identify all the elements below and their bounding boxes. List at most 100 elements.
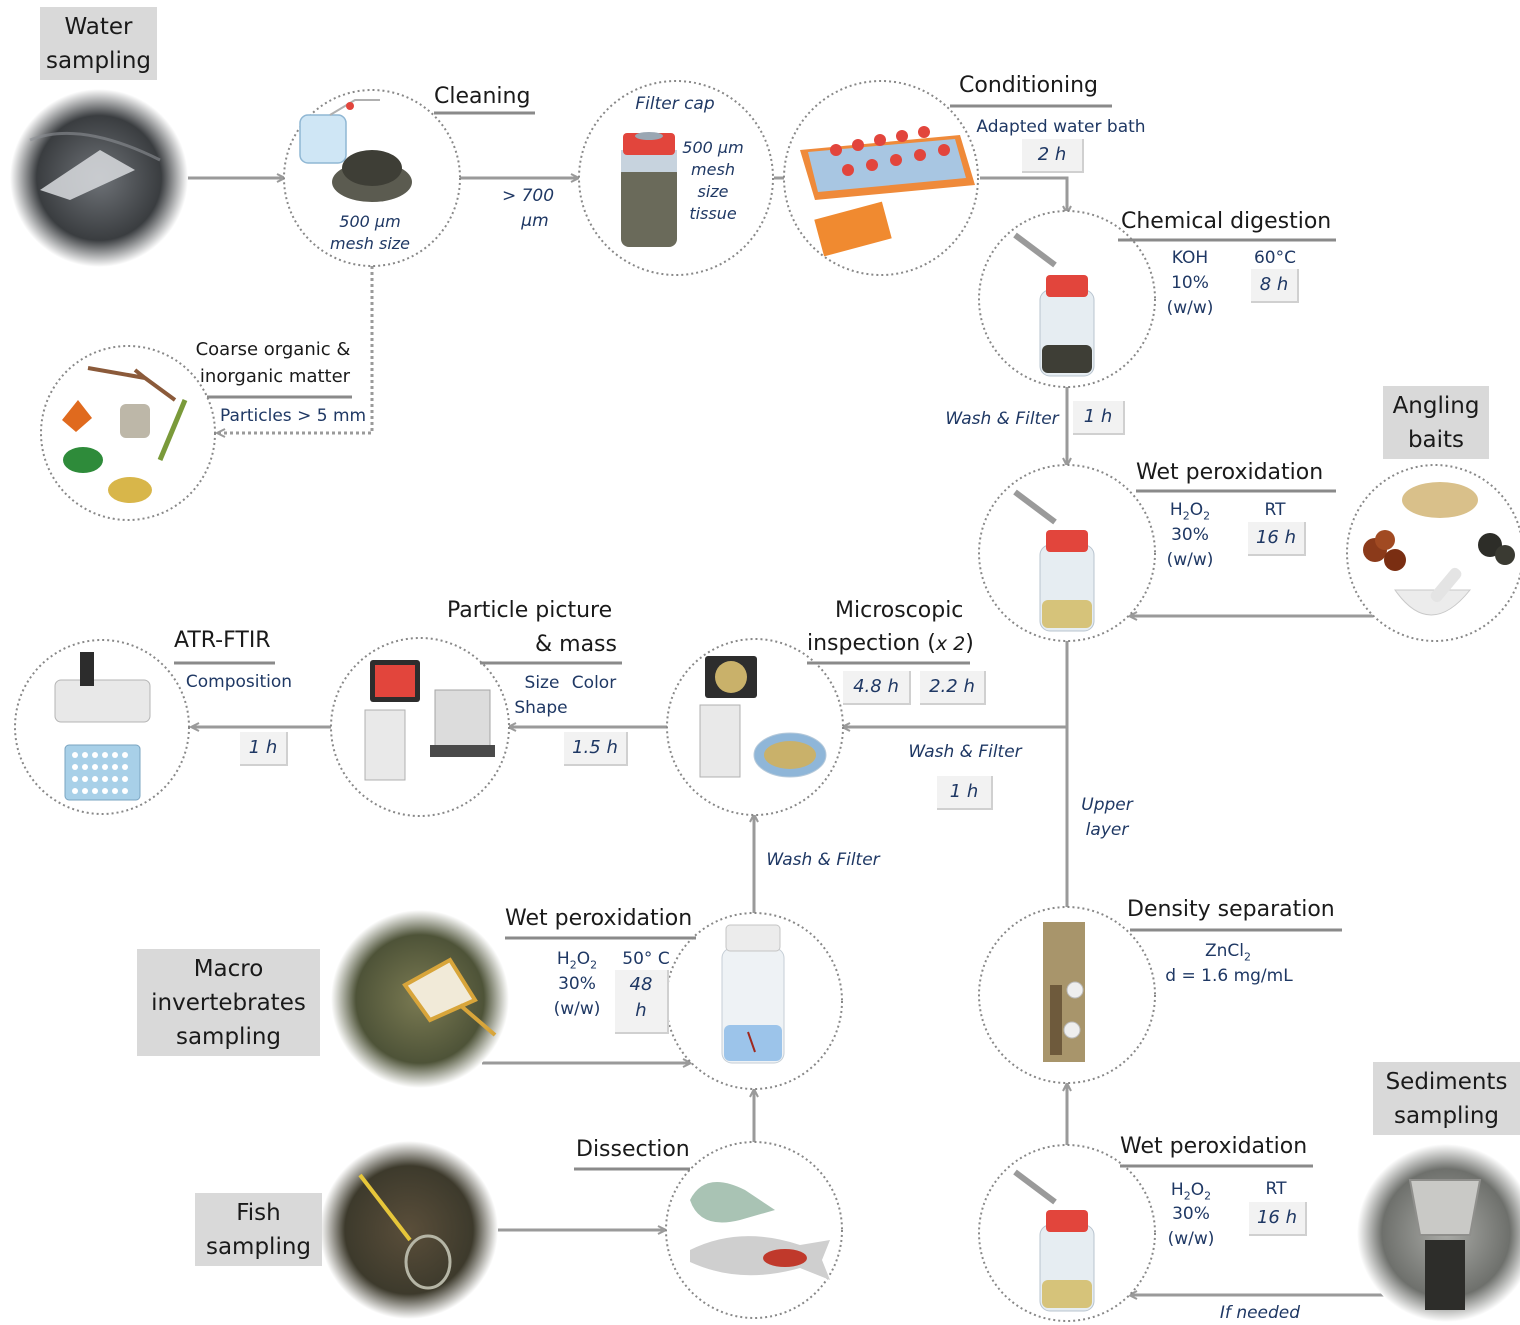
upper-layer-line2: layer [1085,820,1129,840]
chemical-digestion-title: Chemical digestion [1121,209,1332,234]
fish-sampling-line1: Fish [236,1199,281,1226]
connectors [185,178,1385,1295]
water-sampling-photo [10,89,188,267]
filter-cap-label: Filter cap [635,94,715,114]
macro-perox-time-line1: 48 [629,974,653,995]
leaf-icon [62,400,92,432]
jar-icon [621,165,677,247]
particle-title-line2: & mass [535,632,617,657]
conditioning-circle [783,80,979,276]
dissection-title: Dissection [576,1137,690,1162]
spectrometer-icon [54,679,151,723]
o-symbol: O [1190,1180,1205,1200]
macro-perox-time: 48 h [615,970,669,1034]
wash-bottle-icon [299,114,347,164]
sediments-sampling-line1: Sediments [1385,1068,1508,1095]
wash-filter-3: Wash & Filter [766,850,880,870]
cleaning-mesh-line2: mesh size [329,234,410,253]
chemical-digestion-circle [978,210,1156,388]
h-subscript: 2 [1183,1189,1191,1203]
o-subscript: 2 [1204,1189,1212,1203]
wet-perox-1-title: Wet peroxidation [1136,460,1324,485]
twig-icon [87,366,177,402]
microscopic-close: ) [965,631,974,656]
macro-perox-unit: (w/w) [553,999,601,1019]
microscopic-title-line2: inspection (x 2) [807,631,974,657]
arrow-conditioning-to-digestion [980,176,1067,213]
sediments-sampling-photo [1357,1144,1520,1322]
title-underlines [174,104,1342,1171]
wet-perox-1-time: 16 h [1248,522,1306,556]
digestion-reagent-line3: (w/w) [1166,298,1214,318]
microscopic-x2: x 2 [935,633,966,655]
microscopic-title-line1: Microscopic [835,598,964,623]
macro-perox-reagent: H2O2 [547,947,607,977]
wash-filter-1-time: 1 h [1073,401,1125,435]
density-value: d = 1.6 mg/mL [1165,966,1293,986]
macro-perox-time-line2: h [635,1000,647,1021]
atr-time: 1 h [240,732,288,766]
wet-perox-1-reagent: H2O2 [1160,498,1220,528]
h-symbol: H [1169,500,1183,520]
macro-sampling-line3: sampling [175,1023,282,1050]
microscopic-title-main: inspection ( [807,631,936,656]
wet-perox-1-temp: RT [1264,500,1286,520]
water-sampling-line1: Water [64,13,133,40]
macro-perox-title: Wet peroxidation [505,906,693,931]
gt700-line1: > 700 [501,186,555,206]
o-symbol: O [576,949,591,969]
balance-icon [434,689,491,751]
conditioning-time: 2 h [1022,139,1084,173]
coarse-title-line2: inorganic matter [199,366,351,387]
mortar-icon [1394,589,1472,616]
sediments-sampling-line2: sampling [1393,1102,1500,1129]
macro-sampling-line1: Macro [193,955,264,982]
sed-perox-conc: 30% [1172,1204,1210,1224]
macro-sampling-line2: invertebrates [151,989,306,1016]
atr-title: ATR-FTIR [174,628,271,653]
sediments-sampling-box: Sediments sampling [1373,1062,1520,1135]
particle-time: 1.5 h [564,732,628,766]
rock-icon [120,404,150,438]
particle-title-line1: Particle picture [447,598,613,623]
water-sampling-line2: sampling [45,47,152,74]
glove-icon [690,1182,775,1223]
digestion-time: 8 h [1251,269,1299,303]
conditioning-title: Conditioning [959,73,1099,98]
wet-perox-1-conc: 30% [1171,525,1209,545]
sed-perox-title: Wet peroxidation [1120,1134,1308,1159]
particle-prop-color: Color [571,673,617,693]
zncl-subscript: 2 [1244,950,1251,964]
filter-mesh-line3: size [697,182,729,201]
sed-perox-unit: (w/w) [1167,1229,1215,1249]
microscopic-time-a: 4.8 h [843,671,911,705]
atr-ftir-circle [14,639,190,815]
arrow-cleaning-to-coarse [218,266,374,433]
macro-sampling-photo [331,910,509,1088]
microscopic-time-b: 2.2 h [920,671,986,705]
h-subscript: 2 [569,958,577,972]
sed-perox-time: 16 h [1249,1202,1307,1236]
particle-prop-size: Size [524,673,560,693]
dissection-circle [665,1141,843,1319]
h-symbol: H [1170,1180,1184,1200]
particle-prop-shape: Shape [514,698,568,718]
cleaning-circle [283,89,461,267]
macro-perox-conc: 30% [558,974,596,994]
coarse-sub: Particles > 5 mm [220,406,367,426]
filter-mesh-line4: tissue [689,204,737,223]
o-subscript: 2 [590,958,598,972]
digestion-reagent-line2: 10% [1171,273,1209,293]
wash-filter-2: Wash & Filter [908,742,1022,762]
wet-perox-1-unit: (w/w) [1166,550,1214,570]
sediments-peroxidation-circle [978,1144,1156,1322]
macro-sampling-box: Macro invertebrates sampling [137,949,320,1056]
filter-mesh-line1: 500 μm [682,138,744,157]
angling-baits-line2: baits [1407,426,1465,453]
if-needed-label: If needed [1219,1303,1301,1323]
macro-perox-temp: 50° C [622,949,670,969]
density-title: Density separation [1127,897,1335,922]
wash-filter-2-time: 1 h [937,776,993,810]
syringe-icon [1013,232,1057,268]
fish-sampling-line2: sampling [205,1233,312,1260]
